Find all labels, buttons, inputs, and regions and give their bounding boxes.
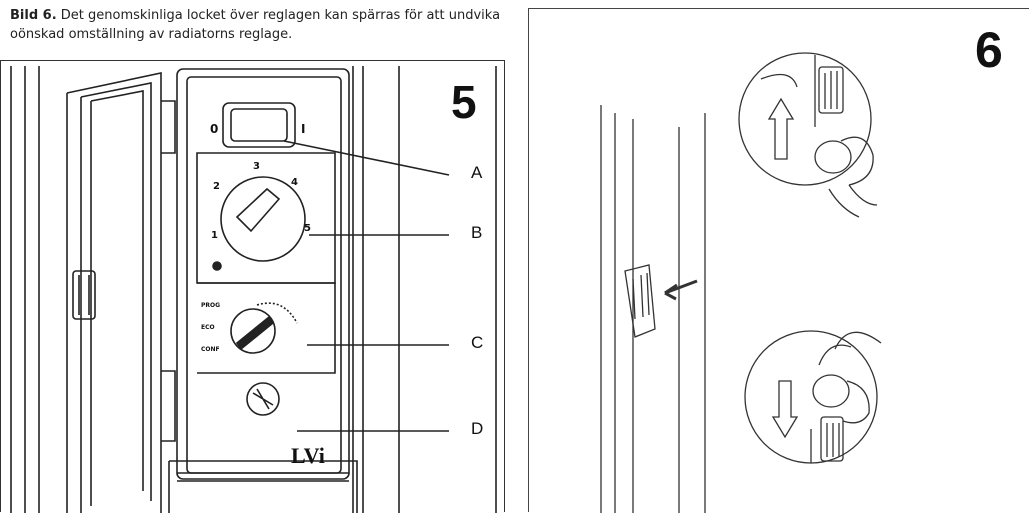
callout-c: C bbox=[471, 333, 484, 352]
caption-label: Bild 6. bbox=[10, 8, 57, 23]
callout-d: D bbox=[471, 419, 484, 438]
mode-label: PROG bbox=[201, 302, 220, 309]
caption-text: Det genomskinliga locket över reglagen k… bbox=[10, 8, 501, 42]
mode-label: CONF bbox=[201, 346, 220, 353]
lid-lock-illustration bbox=[600, 52, 882, 513]
callout-a: A bbox=[471, 163, 483, 182]
figure-number-6: 6 bbox=[975, 22, 1003, 78]
switch-off-label: 0 bbox=[210, 122, 218, 136]
dial-number: 2 bbox=[213, 181, 220, 192]
mode-label: ECO bbox=[201, 324, 215, 331]
figure-5-panel: 0 I 1 2 3 4 5 PROG ECO CONF LVi 5 A B C … bbox=[0, 60, 505, 513]
figure-caption: Bild 6. Det genomskinliga locket över re… bbox=[10, 6, 515, 44]
dial-number: 4 bbox=[291, 177, 298, 188]
figure-6-panel: 6 bbox=[528, 8, 1029, 513]
figure-number-5: 5 bbox=[451, 76, 477, 128]
dial-number: 3 bbox=[253, 161, 260, 172]
callout-b: B bbox=[471, 223, 483, 242]
dial-number: 5 bbox=[304, 223, 311, 234]
brand-logo: LVi bbox=[291, 443, 325, 468]
dial-number: 1 bbox=[211, 230, 218, 241]
switch-on-label: I bbox=[301, 122, 305, 136]
radiator-control-illustration: 0 I 1 2 3 4 5 PROG ECO CONF LVi bbox=[10, 66, 497, 513]
